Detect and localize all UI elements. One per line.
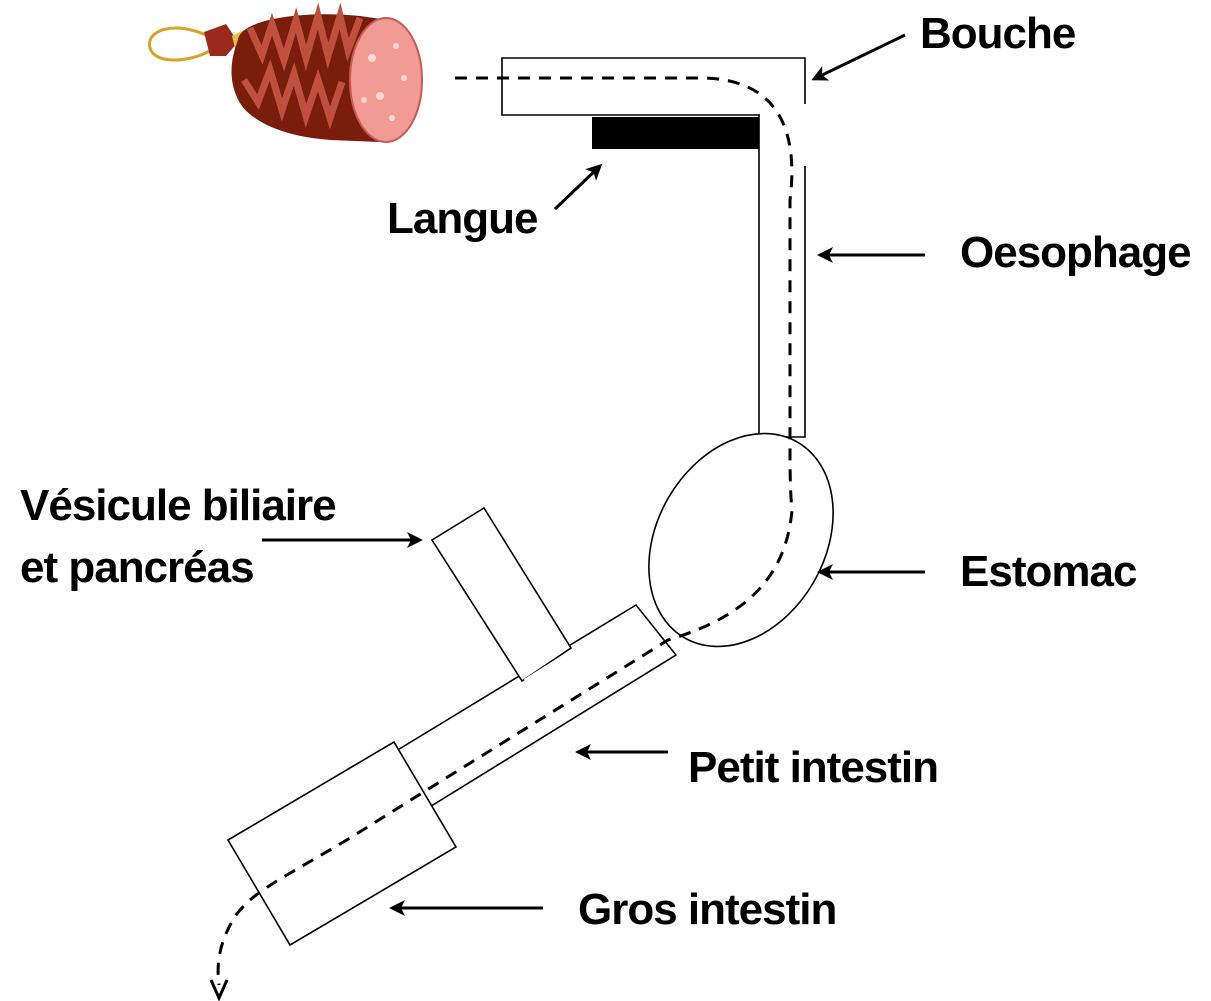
label-estomac-group: Estomac <box>820 547 1137 596</box>
sausage-illustration <box>149 14 422 142</box>
label-vesicule-group: Vésicule biliaire et pancréas <box>20 481 420 592</box>
label-gros-intestin: Gros intestin <box>578 885 836 934</box>
label-petit-intestin: Petit intestin <box>688 743 938 792</box>
label-bouche-group: Bouche <box>814 9 1075 79</box>
label-bouche: Bouche <box>920 9 1075 58</box>
gallbladder-pancreas-shape <box>432 508 571 681</box>
label-vesicule-line2: et pancréas <box>20 543 254 592</box>
label-vesicule-line1: Vésicule biliaire <box>20 481 336 530</box>
food-path-arrowhead <box>211 980 227 998</box>
label-petit-intestin-group: Petit intestin <box>578 743 938 792</box>
tongue-shape <box>592 117 759 149</box>
label-oesophage: Oesophage <box>960 228 1191 277</box>
label-gros-intestin-group: Gros intestin <box>392 885 836 934</box>
label-langue: Langue <box>387 194 537 243</box>
mouth-shape <box>502 58 805 115</box>
esophagus-shape <box>759 115 805 437</box>
label-oesophage-group: Oesophage <box>820 228 1191 277</box>
label-estomac: Estomac <box>960 547 1137 596</box>
label-langue-group: Langue <box>387 166 600 243</box>
